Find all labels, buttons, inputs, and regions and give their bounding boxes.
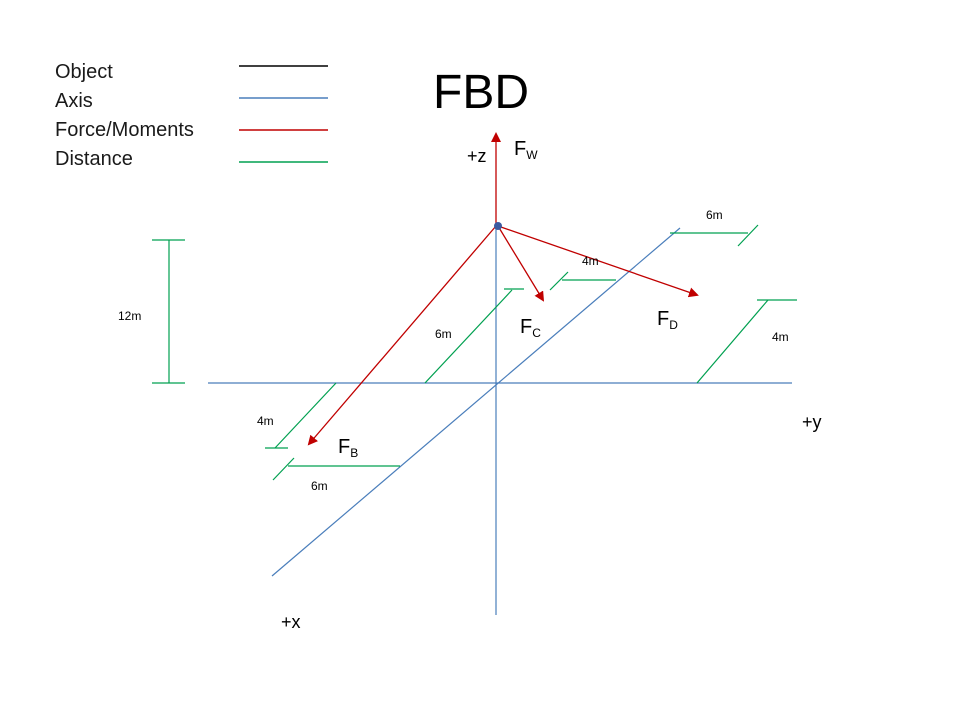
dist-label-center: 6m bbox=[435, 327, 452, 341]
distance-lines bbox=[152, 224, 797, 481]
force-label-c-main: F bbox=[520, 316, 532, 338]
force-label-w: FW bbox=[514, 138, 538, 162]
legend-force-label: Force/Moments bbox=[55, 119, 194, 141]
dist-4m-mid-tick bbox=[549, 271, 569, 291]
dist-label-top-right: 6m bbox=[706, 208, 723, 222]
dist-6m-bottom-tick bbox=[272, 457, 295, 481]
force-label-w-sub: W bbox=[526, 148, 538, 162]
dist-label-far-right: 4m bbox=[772, 330, 789, 344]
force-label-d-main: F bbox=[657, 308, 669, 330]
legend-axis-label: Axis bbox=[55, 90, 93, 112]
force-label-b-main: F bbox=[338, 436, 350, 458]
x-axis bbox=[271, 227, 681, 577]
dist-label-left: 4m bbox=[257, 414, 274, 428]
axis-label-z: +z bbox=[467, 146, 487, 166]
dist-4m-far-line bbox=[696, 299, 769, 384]
force-label-c: FC bbox=[520, 316, 541, 340]
force-d-arrow bbox=[497, 225, 699, 298]
force-origin-point bbox=[494, 222, 502, 230]
axis-label-x: +x bbox=[281, 612, 301, 632]
dist-label-height: 12m bbox=[118, 309, 141, 323]
force-label-c-sub: C bbox=[532, 326, 541, 340]
force-label-w-main: F bbox=[514, 138, 526, 160]
legend-object-label: Object bbox=[55, 61, 113, 83]
page-title: FBD bbox=[433, 66, 529, 119]
dist-6m-top-tick bbox=[737, 224, 759, 247]
force-label-b: FB bbox=[338, 436, 358, 460]
dist-label-bottom: 6m bbox=[311, 479, 328, 493]
forces bbox=[307, 132, 699, 446]
axes bbox=[208, 227, 792, 615]
dist-4m-left-line bbox=[274, 382, 337, 449]
legend-distance-label: Distance bbox=[55, 148, 133, 170]
dist-label-mid-right: 4m bbox=[582, 254, 599, 268]
legend: Object Axis Force/Moments Distance bbox=[55, 61, 328, 170]
force-label-b-sub: B bbox=[350, 446, 358, 460]
dist-6m-center-line bbox=[424, 289, 513, 384]
force-label-d: FD bbox=[657, 308, 678, 332]
force-b-arrow bbox=[307, 225, 497, 446]
axis-label-y: +y bbox=[802, 412, 822, 432]
force-label-d-sub: D bbox=[669, 318, 678, 332]
force-c-arrow bbox=[497, 225, 545, 302]
